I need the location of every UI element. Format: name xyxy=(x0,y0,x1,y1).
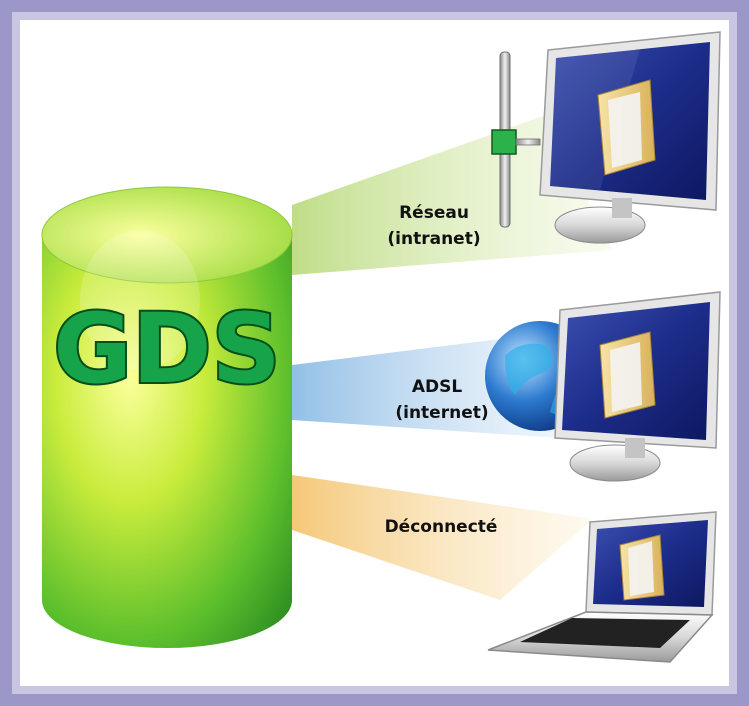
network-beam xyxy=(292,115,612,275)
adsl-label-line2: (internet) xyxy=(395,403,488,423)
database-label: GDS xyxy=(53,293,281,405)
network-switch-icon xyxy=(491,51,541,228)
offline-beam xyxy=(292,475,593,600)
desktop-monitor-icon xyxy=(539,31,721,244)
desktop-monitor-icon xyxy=(554,291,721,482)
offline-label: Déconnecté xyxy=(385,517,498,537)
network-label-line2: (intranet) xyxy=(387,229,480,249)
adsl-label-line1: ADSL xyxy=(412,377,463,397)
laptop-icon xyxy=(487,511,717,663)
network-label-line1: Réseau xyxy=(399,203,469,223)
database-cylinder-icon xyxy=(41,186,293,648)
